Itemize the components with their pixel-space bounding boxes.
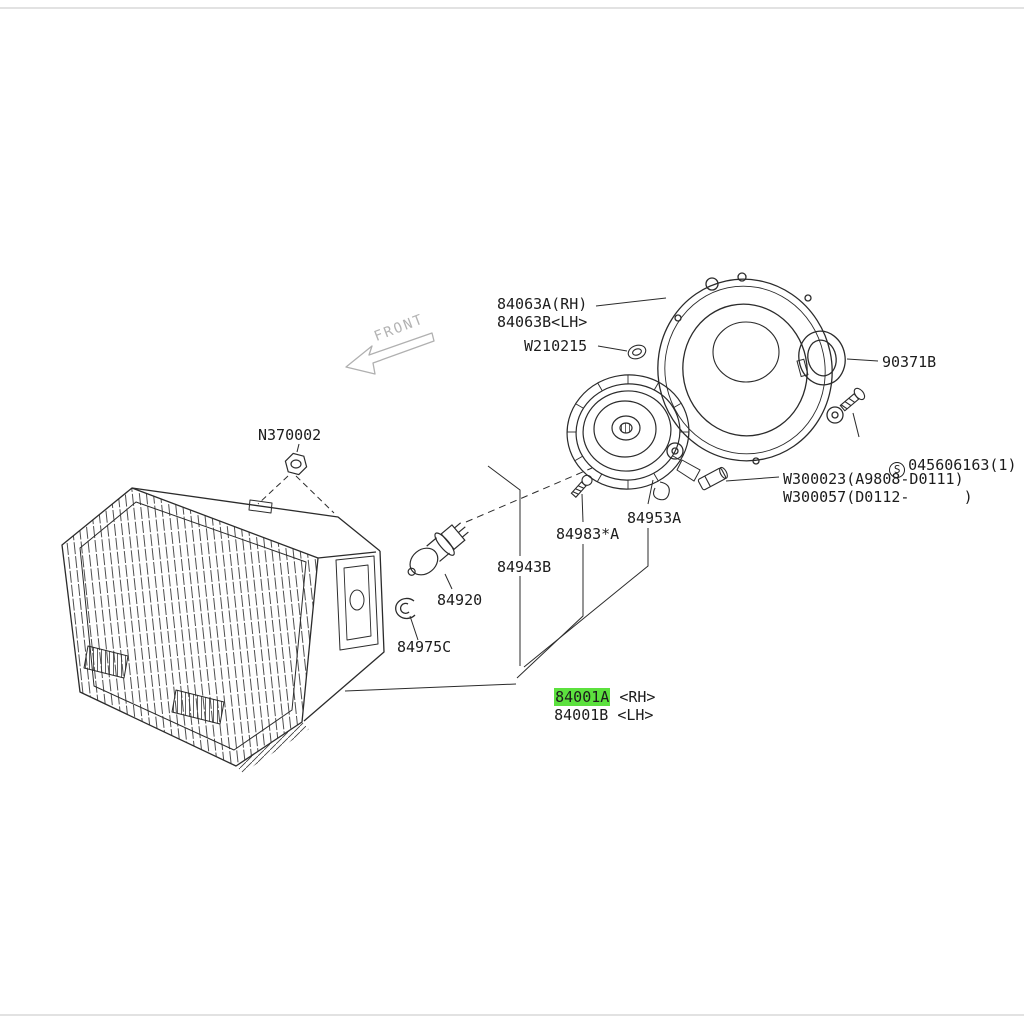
- label-84063a-rh: 84063A(RH): [497, 295, 588, 313]
- nut-art: [257, 443, 335, 514]
- backplate-art: [657, 272, 844, 465]
- label-84975c: 84975C: [397, 638, 452, 656]
- screw-large-art: [839, 387, 866, 412]
- seal-art: [566, 374, 701, 501]
- grommet-art: [798, 330, 846, 386]
- circled-s-icon: S: [889, 461, 906, 478]
- label-84001b-side: <LH>: [608, 706, 654, 724]
- label-84953a: 84953A: [627, 509, 682, 527]
- terminal-art: [697, 466, 728, 491]
- label-84943b: 84943B: [497, 558, 552, 576]
- label-84063b-lh: 84063B<LH>: [497, 313, 588, 331]
- bulb-art: [407, 522, 469, 576]
- leader-lines: [344, 297, 879, 692]
- headlight-housing-art: [61, 487, 385, 773]
- label-84983a: 84983*A: [556, 525, 620, 543]
- label-90371b: 90371B: [882, 353, 937, 371]
- screw-small-art: [570, 474, 593, 498]
- clip-art: [395, 597, 416, 620]
- label-w300023: W300023(A9808-D0111): [783, 470, 964, 488]
- label-w300057: W300057(D0112- ): [783, 488, 973, 506]
- page-edge-top: [0, 7, 1024, 9]
- label-84001b-number: 84001B: [554, 706, 609, 724]
- page-edge-bottom: [0, 1014, 1024, 1016]
- label-84001a-rh: 84001A <RH>: [518, 670, 655, 724]
- assembly-axis-dashed: [465, 467, 593, 523]
- front-arrow-icon: [345, 332, 435, 375]
- label-84001a-highlighted: 84001A: [554, 688, 611, 706]
- label-84920: 84920: [437, 591, 483, 609]
- label-045606163-number: 045606163(1): [908, 456, 1017, 474]
- label-84001b-lh: 84001B <LH>: [518, 688, 653, 742]
- label-w210215: W210215: [524, 337, 588, 355]
- washer-art: [627, 344, 647, 360]
- label-n370002: N370002: [258, 426, 322, 444]
- label-84001a-side: <RH>: [610, 688, 656, 706]
